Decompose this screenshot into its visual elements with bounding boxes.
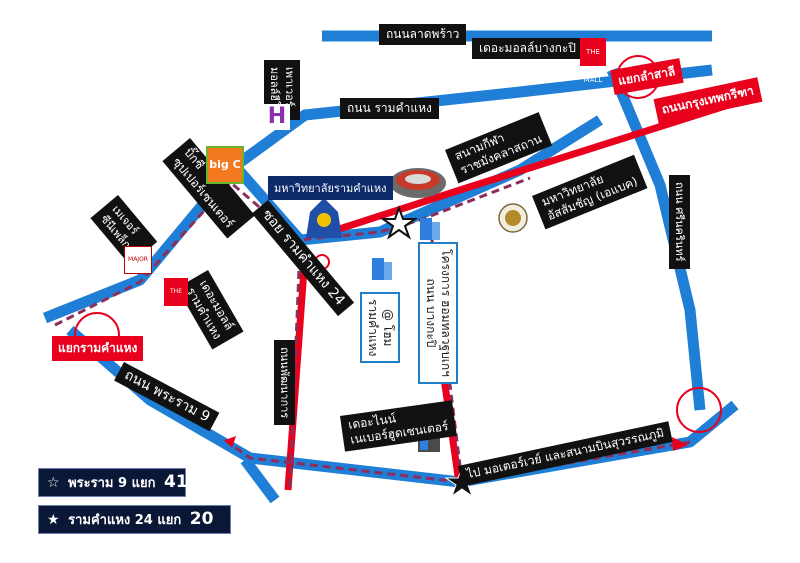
road-bangkapi-link [240,456,280,504]
star-outline-icon: ☆ [47,475,60,491]
legend-number: 20 [189,509,214,529]
road-pattanakan [284,254,309,491]
stadium-icon [390,168,446,198]
arrows [225,436,688,451]
junction-label-ramkhamhaeng: แยกรามคำแหง [52,336,144,361]
powermall-logo-icon: H [264,104,290,130]
the-mall-logo-icon: THE MALL [580,38,606,84]
legend-label: พระราม 9 แยก [68,476,156,491]
road-label-lat-phrao: ถนนลาดพร้าว [379,24,467,45]
place-ru: มหาวิทยาลัยรามคำแหง [268,176,393,200]
road-label-ramkhamhaeng: ถนน รามคำแหง [340,98,439,119]
star-solid-icon: ★ [47,512,60,528]
road-label-east: ถนน ศรีนครินทร์ [669,175,690,269]
building-icons [372,218,440,452]
place-mall-bangkapi: เดอะมอลล์บางกะปิ [472,38,583,59]
legend-number: 41 [163,472,188,492]
road-krungthep-kreetha [328,91,762,236]
legend-item-rama9: ☆ พระราม 9 แยก 41 [38,468,188,497]
junction-circle-srinakarin [676,387,722,433]
place-condo-a: @ โฮม รามคำแหง [360,292,400,364]
ru-emblem-icon [306,198,342,238]
star-outline-icon [379,205,419,240]
legend-label: รามคำแหง 24 แยก [68,513,182,528]
road-label-west: ถนนพัฒนาการ [274,340,295,426]
the-mall-ram-logo-icon: THE MALL [164,278,188,323]
major-logo-icon: MAJOR [124,246,152,274]
abac-seal-icon [498,203,528,233]
place-condo-b: โครงการ ฮอมทลวฐบเกฯ ถนน บางกะปิ [418,242,458,384]
bigc-logo-icon: big C [206,146,244,184]
legend-item-ram24: ★ รามคำแหง 24 แยก 20 [38,505,231,534]
